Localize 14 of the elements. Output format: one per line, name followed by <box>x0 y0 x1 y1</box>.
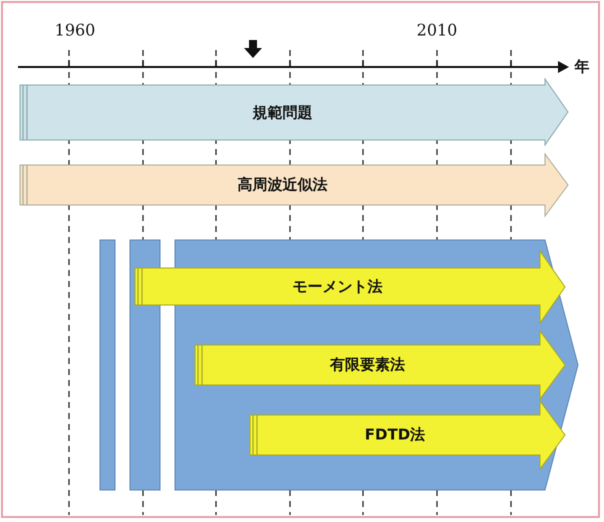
method-label: 高周波近似法 <box>238 176 328 194</box>
method-band <box>193 330 567 400</box>
year-label: 2010 <box>416 20 458 40</box>
method-band <box>133 250 567 324</box>
year-label: 1960 <box>54 20 96 40</box>
period-band <box>18 153 570 217</box>
band-segment <box>100 240 115 490</box>
method-label: FDTD法 <box>364 426 426 444</box>
axis-unit-label: 年 <box>574 58 590 76</box>
method-label: 規範問題 <box>252 103 312 122</box>
method-label: モーメント法 <box>292 277 382 296</box>
method-band <box>248 400 567 470</box>
period-band <box>18 78 570 146</box>
method-label: 有限要素法 <box>330 356 405 374</box>
